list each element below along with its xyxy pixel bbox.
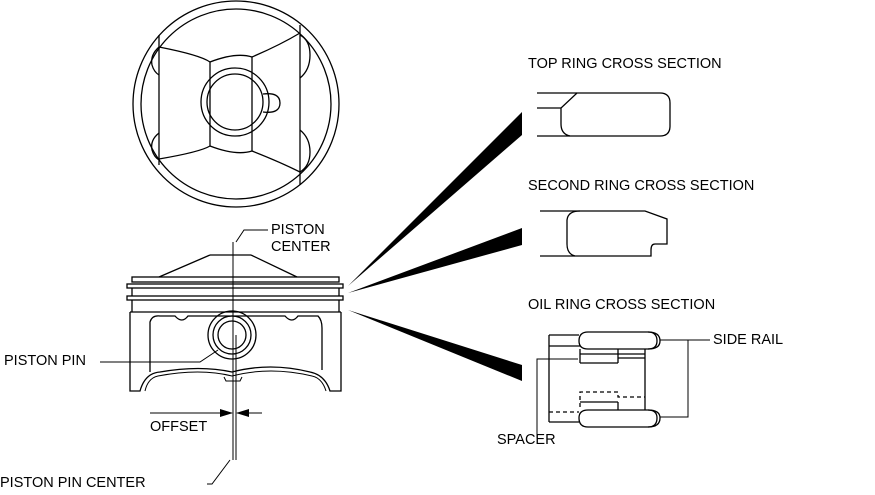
- oil-ring-leader: [348, 310, 522, 381]
- piston-center-label-line1: PISTON: [271, 222, 325, 238]
- top-ring-leader: [348, 112, 522, 286]
- second-ring-label: SECOND RING CROSS SECTION: [528, 178, 755, 194]
- piston-center-leader: [235, 229, 268, 243]
- second-ring-cross-section: [540, 210, 668, 257]
- piston-pin-center-leader: [207, 459, 231, 485]
- piston-side-view: [126, 254, 344, 392]
- piston-top-view: [132, 0, 340, 208]
- spacer-label: SPACER: [497, 432, 556, 448]
- side-rail-leader: [660, 339, 689, 418]
- oil-ring-cross-section: [536, 331, 710, 438]
- oil-ring-label: OIL RING CROSS SECTION: [528, 297, 716, 313]
- second-ring-leader: [348, 228, 522, 293]
- piston-pin-center-label: PISTON PIN CENTER: [0, 475, 146, 491]
- piston-pin-leader: [100, 349, 219, 363]
- piston-center-label-line2: CENTER: [271, 239, 331, 255]
- spacer-leader: [536, 358, 578, 438]
- side-rail-label: SIDE RAIL: [713, 332, 784, 348]
- top-ring-cross-section: [537, 92, 671, 137]
- piston-center-label: PISTON CENTER: [271, 222, 331, 256]
- top-ring-label: TOP RING CROSS SECTION: [528, 56, 722, 72]
- offset-dimension: [150, 409, 262, 417]
- piston-pin-label: PISTON PIN: [4, 353, 86, 369]
- offset-label: OFFSET: [150, 419, 208, 435]
